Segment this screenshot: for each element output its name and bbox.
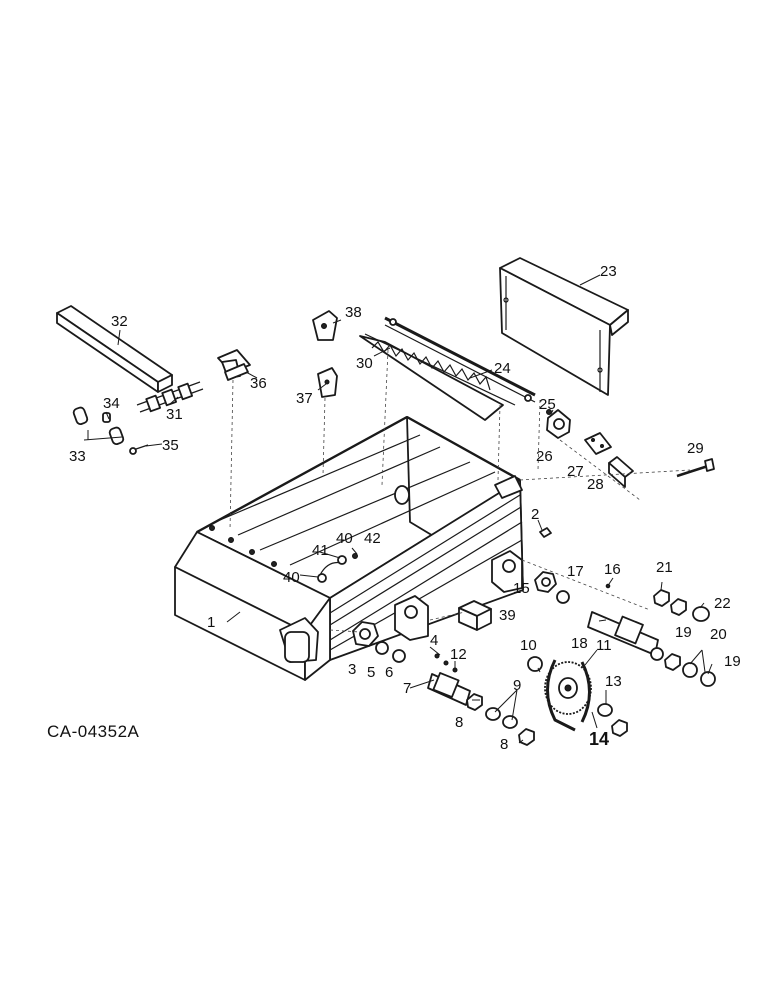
angle-bracket [608,456,634,488]
callout-22: 22 [714,595,731,612]
right-drive-shaft [587,611,659,656]
callout-14: 14 [589,729,609,749]
callout-27: 27 [567,463,584,480]
assembly-guide-lines [229,349,691,633]
callout-37: 37 [296,390,313,407]
sprocket-hub-parts [597,703,628,737]
callout-19-upper: 19 [675,624,692,641]
callout-26: 26 [536,448,553,465]
bearing-plate [584,432,612,455]
callout-2: 2 [531,506,539,523]
callout-21: 21 [656,559,673,576]
drive-sprocket [544,661,592,715]
rectangular-tube [56,305,173,393]
callout-39: 39 [499,607,516,624]
callout-13: 13 [605,673,622,690]
callout-17: 17 [567,563,584,580]
callout-16: 16 [604,561,621,578]
callout-34: 34 [103,395,120,412]
shaft-cover [458,600,492,631]
serrated-deflector [359,333,516,421]
callout-4: 4 [430,632,438,649]
drive-chain [546,659,591,732]
hinge-hardware [317,553,358,583]
callout-6: 6 [385,664,393,681]
hopper-body [174,415,524,681]
callout-42: 42 [364,530,381,547]
callout-23: 23 [600,263,617,280]
callout-20: 20 [710,626,727,643]
callout-24: 24 [494,360,511,377]
mounting-bracket-38 [312,310,338,341]
callout-41: 41 [312,542,329,559]
hinge-pin-bushings [72,406,149,455]
callout-40-bottom: 40 [283,569,300,586]
cover-shield [499,257,629,396]
callout-28: 28 [587,476,604,493]
callout-3: 3 [348,661,356,678]
left-shaft-hardware [352,621,406,663]
right-side-hardware [534,527,611,604]
flange-bearing [546,409,571,439]
left-drive-shaft [427,653,471,706]
callout-31: 31 [166,406,183,423]
callout-11: 11 [596,637,612,654]
callout-40-top: 40 [336,530,353,547]
callout-12: 12 [450,646,467,663]
callout-32: 32 [111,313,128,330]
support-rod [384,316,536,403]
callout-36: 36 [250,375,267,392]
chain-drive-hardware [466,656,543,746]
callout-leaders [83,274,713,744]
callout-10: 10 [520,637,537,654]
callout-35: 35 [162,437,179,454]
callout-25: 25 [539,396,556,413]
callout-38: 38 [345,304,362,321]
callout-8-upper: 8 [455,714,463,731]
callout-29: 29 [687,440,704,457]
callout-8-lower: 8 [500,736,508,753]
long-bolt [676,458,715,478]
right-shaft-washers [650,589,716,687]
drawing-id-label: CA-04352A [47,722,140,741]
callout-18: 18 [571,635,588,652]
callout-9: 9 [513,677,521,694]
callout-33: 33 [69,448,86,465]
callout-30: 30 [356,355,373,372]
callout-1: 1 [207,614,215,631]
mounting-bracket-36 [217,349,251,381]
callout-5: 5 [367,664,375,681]
callout-19-lower: 19 [724,653,741,670]
callout-15: 15 [513,580,530,597]
callout-7: 7 [403,680,411,697]
callout-labels: 32 31 34 33 35 36 38 37 30 24 23 25 26 2… [69,263,741,753]
mounting-bracket-37 [317,367,338,398]
